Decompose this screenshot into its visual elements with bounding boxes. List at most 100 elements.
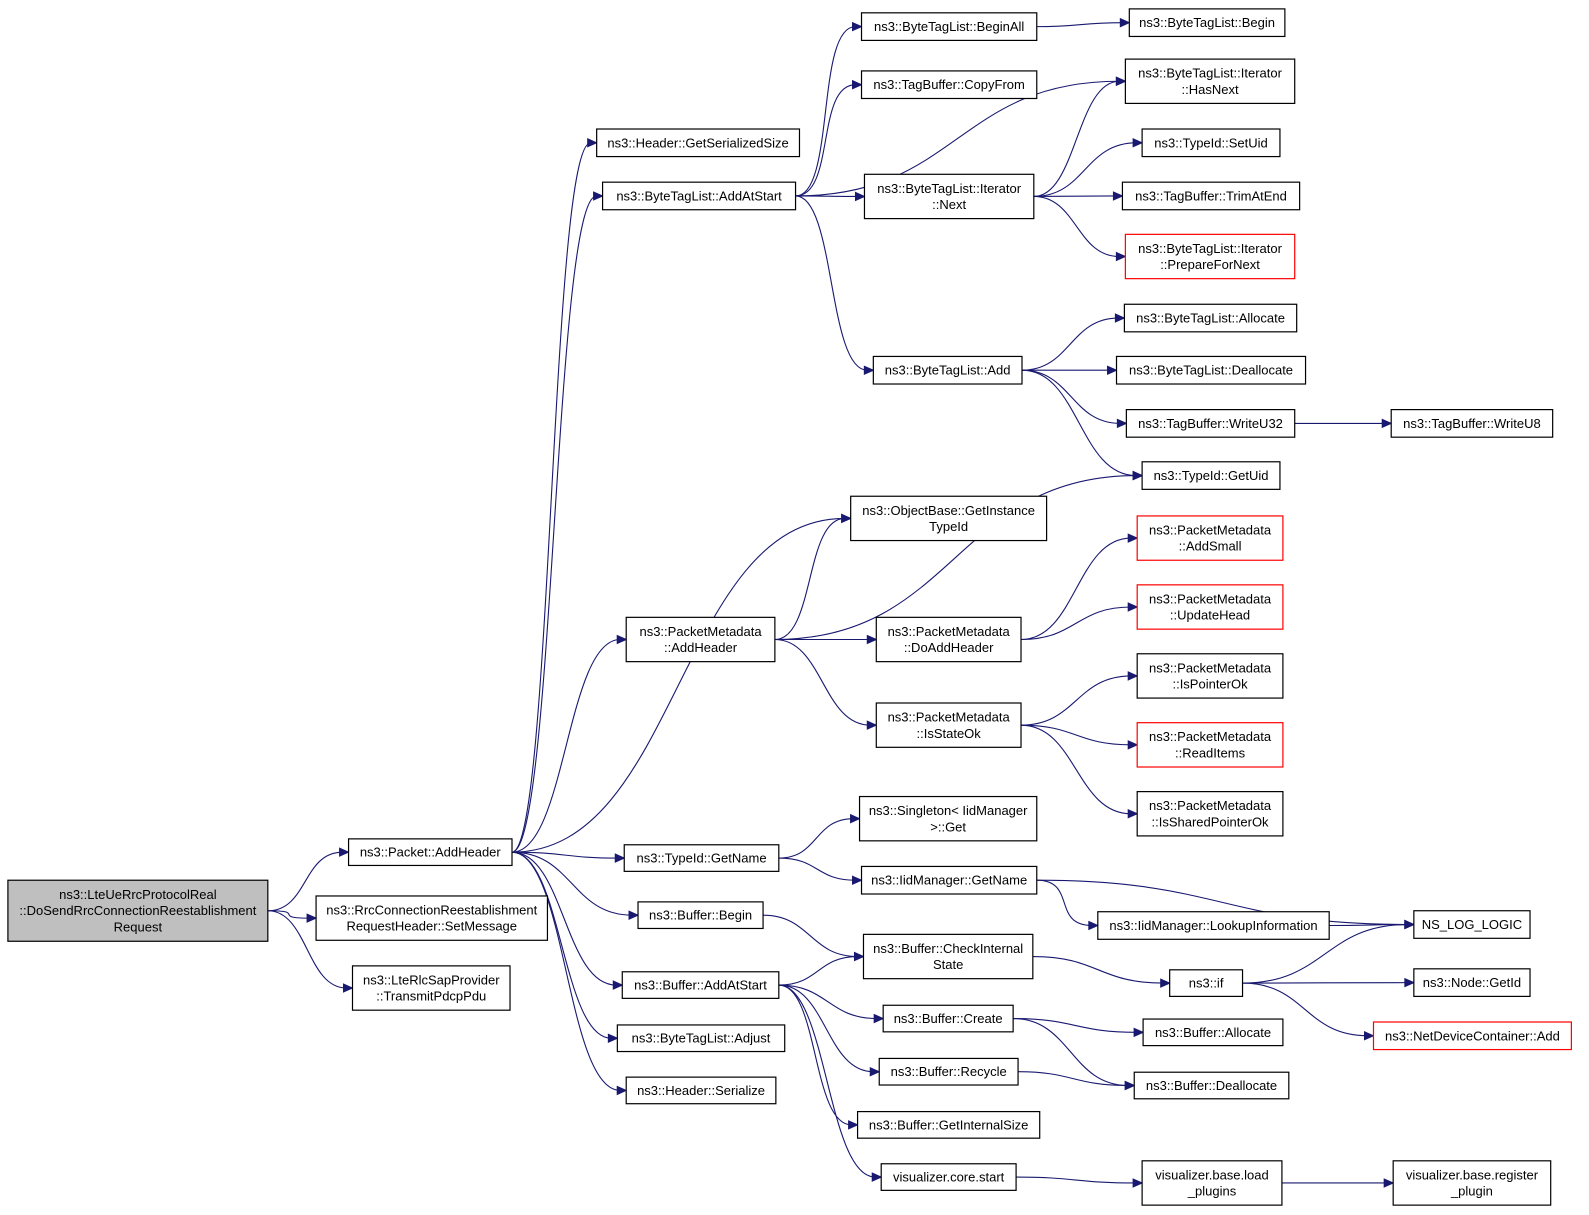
node-btl_addatstart[interactable]: ns3::ByteTagList::AddAtStart xyxy=(601,181,797,211)
node-box-btl_adjust[interactable] xyxy=(616,1024,786,1053)
node-iid_getname[interactable]: ns3::IidManager::GetName xyxy=(860,865,1038,895)
node-pm_isstateok[interactable]: ns3::PacketMetadata::IsStateOk xyxy=(875,702,1022,748)
node-tb_writeu32[interactable]: ns3::TagBuffer::WriteU32 xyxy=(1125,409,1296,438)
node-box-iid_getname[interactable] xyxy=(860,865,1038,895)
node-box-tb_copyfrom[interactable] xyxy=(860,70,1038,100)
node-box-ns_log_logic[interactable] xyxy=(1413,910,1531,939)
node-buf_addatstart[interactable]: ns3::Buffer::AddAtStart xyxy=(621,971,780,999)
node-iid_lookup[interactable]: ns3::IidManager::LookupInformation xyxy=(1097,911,1330,940)
node-ns3_if[interactable]: ns3::if xyxy=(1169,969,1244,997)
node-rrc_setmessage[interactable]: ns3::RrcConnectionReestablishmentRequest… xyxy=(315,895,549,941)
node-vis_load_plugins[interactable]: visualizer.base.load_plugins xyxy=(1141,1160,1283,1206)
node-box-tb_writeu8[interactable] xyxy=(1390,409,1554,438)
node-rlc_transmit[interactable]: ns3::LteRlcSapProvider::TransmitPdcpPdu xyxy=(351,965,511,1011)
node-btl_it_hasnext[interactable]: ns3::ByteTagList::Iterator::HasNext xyxy=(1124,58,1296,105)
node-tb_copyfrom[interactable]: ns3::TagBuffer::CopyFrom xyxy=(860,70,1038,100)
node-buf_deallocate[interactable]: ns3::Buffer::Deallocate xyxy=(1133,1071,1290,1100)
node-ns_log_logic[interactable]: NS_LOG_LOGIC xyxy=(1413,910,1531,939)
node-box-btl_begin[interactable] xyxy=(1128,8,1286,38)
node-box-hdr_getsize[interactable] xyxy=(596,128,801,158)
node-buf_recycle[interactable]: ns3::Buffer::Recycle xyxy=(878,1057,1019,1086)
node-pm_doaddheader[interactable]: ns3::PacketMetadata::DoAddHeader xyxy=(875,616,1022,663)
node-box-pkt_addheader[interactable] xyxy=(347,838,513,867)
node-box-typeid_setuid[interactable] xyxy=(1141,128,1281,158)
node-box-pm_addheader[interactable] xyxy=(625,616,776,663)
node-box-btl_beginall[interactable] xyxy=(860,12,1038,41)
node-box-vis_register_plugin[interactable] xyxy=(1392,1160,1552,1206)
node-buf_getinternalsize[interactable]: ns3::Buffer::GetInternalSize xyxy=(856,1110,1041,1139)
node-pm_readitems[interactable]: ns3::PacketMetadata::ReadItems xyxy=(1136,722,1284,768)
node-box-typeid_getname[interactable] xyxy=(623,844,780,872)
node-box-buf_create[interactable] xyxy=(882,1004,1014,1033)
node-typeid_setuid[interactable]: ns3::TypeId::SetUid xyxy=(1141,128,1281,158)
node-box-buf_deallocate[interactable] xyxy=(1133,1071,1290,1100)
node-hdr_serialize[interactable]: ns3::Header::Serialize xyxy=(625,1076,777,1105)
node-box-iid_lookup[interactable] xyxy=(1097,911,1330,940)
node-pm_addsmall[interactable]: ns3::PacketMetadata::AddSmall xyxy=(1136,515,1284,561)
node-tb_trimatend[interactable]: ns3::TagBuffer::TrimAtEnd xyxy=(1121,181,1301,211)
node-pm_issharedpointerok[interactable]: ns3::PacketMetadata::IsSharedPointerOk xyxy=(1136,791,1284,837)
node-box-pm_isstateok[interactable] xyxy=(875,702,1022,748)
node-box-vis_core_start[interactable] xyxy=(880,1163,1017,1191)
node-hdr_getsize[interactable]: ns3::Header::GetSerializedSize xyxy=(596,128,801,158)
node-box-buf_allocate[interactable] xyxy=(1142,1018,1284,1047)
node-buf_create[interactable]: ns3::Buffer::Create xyxy=(882,1004,1014,1033)
node-box-ns3_if[interactable] xyxy=(1169,969,1244,997)
node-box-singleton_get[interactable] xyxy=(858,795,1038,842)
node-buf_begin[interactable]: ns3::Buffer::Begin xyxy=(637,901,764,930)
node-box-tb_writeu32[interactable] xyxy=(1125,409,1296,438)
node-box-node_getid[interactable] xyxy=(1413,968,1531,997)
node-box-ndc_add[interactable] xyxy=(1372,1021,1572,1051)
node-btl_begin[interactable]: ns3::ByteTagList::Begin xyxy=(1128,8,1286,38)
node-ndc_add[interactable]: ns3::NetDeviceContainer::Add xyxy=(1372,1021,1572,1051)
node-box-buf_checkinternal[interactable] xyxy=(862,933,1034,980)
node-box-btl_addatstart[interactable] xyxy=(601,181,797,211)
node-box-btl_add[interactable] xyxy=(872,355,1023,385)
node-box-pm_doaddheader[interactable] xyxy=(875,616,1022,663)
node-box-btl_it_hasnext[interactable] xyxy=(1124,58,1296,105)
node-box-buf_recycle[interactable] xyxy=(878,1057,1019,1086)
node-typeid_getname[interactable]: ns3::TypeId::GetName xyxy=(623,844,780,872)
node-box-btl_it_prepare[interactable] xyxy=(1124,233,1296,280)
node-box-pm_addsmall[interactable] xyxy=(1136,515,1284,561)
node-vis_core_start[interactable]: visualizer.core.start xyxy=(880,1163,1017,1191)
node-box-pm_updatehead[interactable] xyxy=(1136,584,1284,630)
node-box-root[interactable] xyxy=(7,879,269,942)
node-buf_allocate[interactable]: ns3::Buffer::Allocate xyxy=(1142,1018,1284,1047)
node-singleton_get[interactable]: ns3::Singleton< IidManager>::Get xyxy=(858,795,1038,842)
node-pm_ispointerok[interactable]: ns3::PacketMetadata::IsPointerOk xyxy=(1136,653,1284,699)
node-btl_beginall[interactable]: ns3::ByteTagList::BeginAll xyxy=(860,12,1038,41)
node-btl_allocate[interactable]: ns3::ByteTagList::Allocate xyxy=(1123,303,1298,333)
node-btl_add[interactable]: ns3::ByteTagList::Add xyxy=(872,355,1023,385)
node-box-hdr_serialize[interactable] xyxy=(625,1076,777,1105)
node-box-rlc_transmit[interactable] xyxy=(351,965,511,1011)
node-box-btl_deallocate[interactable] xyxy=(1115,355,1307,385)
node-box-buf_addatstart[interactable] xyxy=(621,971,780,999)
node-pkt_addheader[interactable]: ns3::Packet::AddHeader xyxy=(347,838,513,867)
node-root[interactable]: ns3::LteUeRrcProtocolReal::DoSendRrcConn… xyxy=(7,879,269,942)
node-btl_adjust[interactable]: ns3::ByteTagList::Adjust xyxy=(616,1024,786,1053)
node-box-pm_readitems[interactable] xyxy=(1136,722,1284,768)
node-vis_register_plugin[interactable]: visualizer.base.register_plugin xyxy=(1392,1160,1552,1206)
node-box-btl_allocate[interactable] xyxy=(1123,303,1298,333)
node-node_getid[interactable]: ns3::Node::GetId xyxy=(1413,968,1531,997)
node-box-typeid_getuid[interactable] xyxy=(1141,461,1281,490)
node-box-btl_it_next[interactable] xyxy=(863,173,1035,220)
node-box-rrc_setmessage[interactable] xyxy=(315,895,549,941)
node-btl_it_prepare[interactable]: ns3::ByteTagList::Iterator::PrepareForNe… xyxy=(1124,233,1296,280)
node-box-buf_begin[interactable] xyxy=(637,901,764,930)
node-btl_it_next[interactable]: ns3::ByteTagList::Iterator::Next xyxy=(863,173,1035,220)
node-box-ob_getinstance[interactable] xyxy=(850,495,1048,542)
node-pm_updatehead[interactable]: ns3::PacketMetadata::UpdateHead xyxy=(1136,584,1284,630)
node-box-tb_trimatend[interactable] xyxy=(1121,181,1301,211)
node-box-pm_issharedpointerok[interactable] xyxy=(1136,791,1284,837)
node-box-buf_getinternalsize[interactable] xyxy=(856,1110,1041,1139)
node-typeid_getuid[interactable]: ns3::TypeId::GetUid xyxy=(1141,461,1281,490)
node-tb_writeu8[interactable]: ns3::TagBuffer::WriteU8 xyxy=(1390,409,1554,438)
node-box-pm_ispointerok[interactable] xyxy=(1136,653,1284,699)
node-box-vis_load_plugins[interactable] xyxy=(1141,1160,1283,1206)
node-btl_deallocate[interactable]: ns3::ByteTagList::Deallocate xyxy=(1115,355,1307,385)
node-pm_addheader[interactable]: ns3::PacketMetadata::AddHeader xyxy=(625,616,776,663)
